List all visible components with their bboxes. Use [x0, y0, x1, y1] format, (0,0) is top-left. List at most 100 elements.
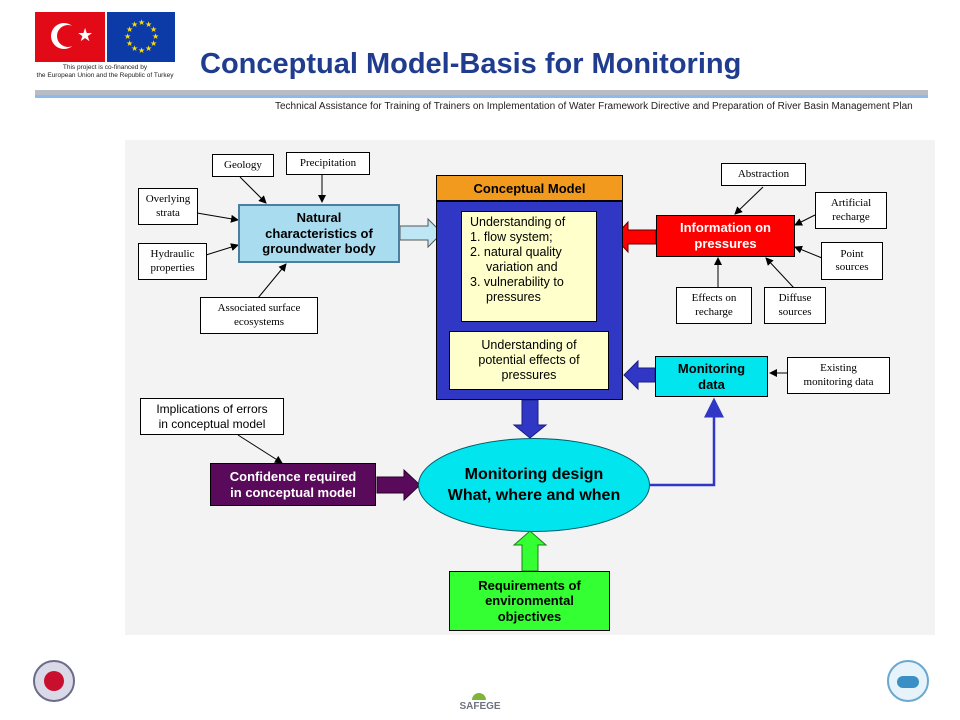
requirements-box: Requirements of environmental objectives [449, 571, 610, 631]
ecosystems-arrow [257, 263, 287, 299]
hydraulic-properties-box: Hydraulic properties [138, 243, 207, 280]
svg-text:★: ★ [145, 20, 152, 29]
point-sources-box: Point sources [821, 242, 883, 280]
crescent-inner-icon [57, 25, 79, 47]
effects-line-2: potential effects of [478, 353, 580, 367]
requirements-line-1: Requirements of [478, 577, 581, 593]
svg-text:★: ★ [150, 39, 157, 48]
safege-label: SAFEGE [459, 701, 501, 712]
effects-box: Understanding of potential effects of pr… [449, 331, 609, 390]
effects-on-recharge-box: Effects on recharge [676, 287, 752, 324]
natural-to-model-arrow [399, 217, 443, 249]
header-divider [35, 90, 928, 95]
cofinance-credit: This project is co-financed by the Europ… [35, 64, 175, 80]
natural-characteristics-box: Natural characteristics of groundwater b… [238, 204, 400, 263]
understanding-line-3: 2. natural quality [470, 245, 562, 259]
credit-line-1: This project is co-financed by [62, 64, 148, 71]
monitoring-design-line-1: Monitoring design [464, 466, 604, 483]
geology-box: Geology [212, 154, 274, 177]
effects-line-3: pressures [501, 368, 557, 382]
understanding-box: Understanding of 1. flow system; 2. natu… [461, 211, 597, 322]
understanding-line-1: Understanding of [470, 215, 566, 229]
monitoring-data-line-2: data [698, 376, 725, 392]
existing-monitoring-line-1: Existing [820, 362, 857, 375]
abstraction-label: Abstraction [737, 167, 790, 180]
diffuse-sources-box: Diffuse sources [764, 287, 826, 324]
artificial-recharge-line-1: Artificial [830, 197, 872, 210]
point-sources-line-1: Point [840, 247, 864, 260]
design-to-monitoring-line [650, 397, 724, 487]
hydraulic-line-1: Hydraulic [150, 248, 195, 261]
natural-line-2: characteristics of [265, 225, 373, 241]
monitoring-design-ellipse: Monitoring design What, where and when [418, 438, 650, 532]
precipitation-label: Precipitation [299, 156, 357, 169]
geology-label: Geology [224, 158, 262, 171]
artificial-recharge-box: Artificial recharge [815, 192, 887, 229]
implications-line-2: in conceptual model [158, 416, 266, 431]
cfcu-logo-center-icon [44, 671, 64, 691]
effects-on-recharge-line-2: recharge [695, 305, 733, 318]
understanding-line-6: pressures [486, 290, 541, 304]
associated-surface-line-2: ecosystems [233, 315, 285, 328]
effects-on-recharge-line-1: Effects on [691, 292, 737, 305]
strata-arrow [196, 212, 239, 223]
implications-box: Implications of errors in conceptual mod… [140, 398, 284, 435]
confidence-to-design-arrow [376, 468, 421, 502]
svg-text:★: ★ [124, 32, 131, 41]
confidence-line-1: Confidence required [229, 468, 357, 484]
understanding-line-5: 3. vulnerability to [470, 275, 564, 289]
existing-monitoring-box: Existing monitoring data [787, 357, 890, 394]
geology-arrow [239, 176, 267, 204]
safege-leaf-icon [472, 693, 486, 700]
model-to-design-arrow [512, 399, 548, 439]
diffuse-sources-line-1: Diffuse [778, 292, 812, 305]
requirements-line-3: objectives [497, 608, 562, 624]
implications-arrow [237, 434, 283, 464]
cfcu-logo [33, 660, 75, 702]
star-icon: ★ [77, 25, 94, 45]
eu-stars-icon: ★★★ ★★★ ★★★ ★★★ [124, 18, 159, 55]
associated-surface-box: Associated surface ecosystems [200, 297, 318, 334]
turkish-flag: ★ [35, 12, 105, 62]
overlying-strata-line-2: strata [156, 206, 180, 219]
safege-logo: SAFEGE [448, 693, 512, 713]
requirements-line-2: environmental [485, 593, 574, 609]
page-subtitle: Technical Assistance for Training of Tra… [275, 101, 913, 112]
svg-text:★: ★ [145, 44, 152, 53]
confidence-line-2: in conceptual model [230, 484, 356, 500]
svg-text:★: ★ [131, 20, 138, 29]
monitoring-design-line-2: What, where and when [447, 487, 621, 504]
pressures-line-2: pressures [694, 236, 757, 251]
diffuse-sources-arrow [765, 257, 795, 289]
page-title: Conceptual Model-Basis for Monitoring [200, 48, 742, 80]
existing-monitoring-line-2: monitoring data [803, 375, 874, 388]
water-wave-icon [897, 676, 919, 688]
implications-line-1: Implications of errors [156, 402, 268, 417]
eu-flag: ★★★ ★★★ ★★★ ★★★ [107, 12, 175, 62]
artificial-recharge-line-2: recharge [832, 210, 870, 223]
understanding-line-4: variation and [486, 260, 558, 274]
conceptual-model-title: Conceptual Model [473, 180, 586, 196]
svg-text:★: ★ [138, 46, 145, 55]
credit-line-2: the European Union and the Republic of T… [36, 72, 174, 79]
precipitation-box: Precipitation [286, 152, 370, 175]
hydraulic-line-2: properties [150, 261, 195, 274]
confidence-box: Confidence required in conceptual model [210, 463, 376, 506]
monitoring-data-line-1: Monitoring [677, 360, 746, 376]
svg-text:★: ★ [126, 25, 133, 34]
abstraction-box: Abstraction [721, 163, 806, 186]
point-sources-arrow [794, 245, 823, 259]
conceptual-model-header: Conceptual Model [436, 175, 623, 201]
svg-text:★: ★ [126, 39, 133, 48]
associated-surface-line-1: Associated surface [217, 302, 301, 315]
natural-line-3: groundwater body [262, 241, 376, 257]
effects-line-1: Understanding of [481, 338, 577, 352]
point-sources-line-2: sources [835, 261, 869, 273]
understanding-line-2: 1. flow system; [470, 230, 553, 244]
svg-text:★: ★ [138, 18, 145, 27]
diffuse-sources-line-2: sources [778, 305, 812, 318]
hydraulic-arrow [205, 243, 239, 256]
overlying-strata-line-1: Overlying [145, 193, 191, 206]
water-ministry-logo [887, 660, 929, 702]
svg-text:★: ★ [150, 25, 157, 34]
